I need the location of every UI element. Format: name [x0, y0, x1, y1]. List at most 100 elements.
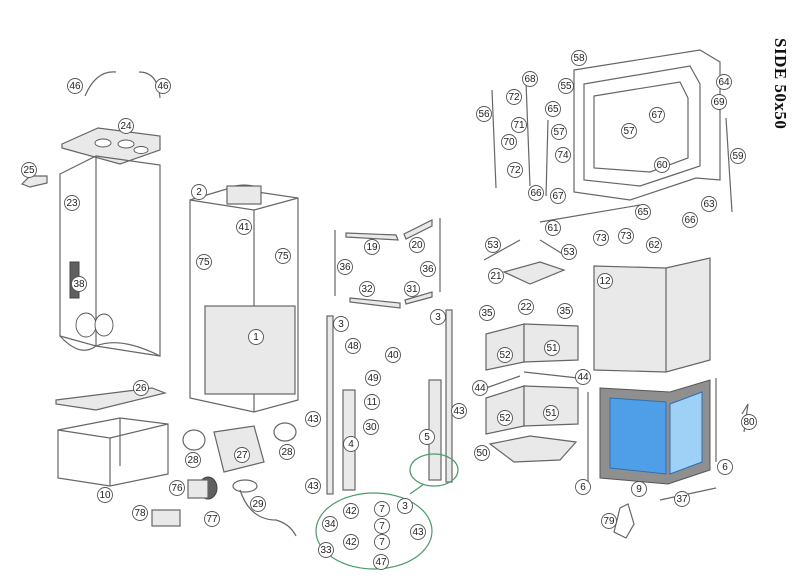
callout-7: 7 [374, 518, 390, 534]
callout-label: 76 [171, 483, 183, 494]
callout-23: 23 [64, 195, 80, 211]
callout-circle [374, 518, 390, 534]
callout-75: 75 [196, 254, 212, 270]
callout-1: 1 [248, 329, 264, 345]
callout-circle [275, 248, 291, 264]
callout-circle [476, 106, 492, 122]
callout-12: 12 [597, 273, 613, 289]
callout-25: 25 [21, 162, 37, 178]
callout-59: 59 [730, 148, 746, 164]
callout-label: 48 [347, 341, 359, 352]
callout-43: 43 [410, 524, 426, 540]
callout-label: 4 [348, 439, 354, 450]
callout-label: 71 [513, 120, 525, 131]
callout-circle [501, 134, 517, 150]
callout-circle [716, 74, 732, 90]
callout-circle [635, 204, 651, 220]
callout-58: 58 [571, 50, 587, 66]
page-title: SIDE 50x50 [771, 38, 790, 130]
callout-circle [236, 219, 252, 235]
callout-74: 74 [555, 147, 571, 163]
callout-circle [730, 148, 746, 164]
callout-circle [561, 244, 577, 260]
callout-circle [364, 394, 380, 410]
callout-circle [305, 411, 321, 427]
callout-26: 26 [133, 380, 149, 396]
callout-7: 7 [374, 534, 390, 550]
callout-label: 56 [478, 109, 490, 120]
callout-circle [397, 498, 413, 514]
callout-7: 7 [374, 501, 390, 517]
callout-38: 38 [71, 276, 87, 292]
callout-circle [155, 78, 171, 94]
callout-label: 40 [387, 350, 399, 361]
callout-41: 41 [236, 219, 252, 235]
callout-circle [511, 117, 527, 133]
callout-circle [374, 501, 390, 517]
callout-label: 29 [252, 499, 264, 510]
callout-circle [191, 184, 207, 200]
callout-71: 71 [511, 117, 527, 133]
callout-circle [601, 513, 617, 529]
callout-label: 7 [379, 537, 385, 548]
callout-label: 47 [375, 557, 387, 568]
callout-10: 10 [97, 487, 113, 503]
callout-label: 33 [320, 545, 332, 556]
callout-35: 35 [479, 305, 495, 321]
callout-circle [364, 239, 380, 255]
callout-circle [343, 503, 359, 519]
callout-circle [518, 299, 534, 315]
callout-42: 42 [343, 503, 359, 519]
callout-circle [701, 196, 717, 212]
callout-label: 55 [560, 81, 572, 92]
callout-53: 53 [485, 237, 501, 253]
callout-circle [479, 305, 495, 321]
callout-label: 52 [499, 350, 511, 361]
callout-circle [621, 123, 637, 139]
callout-label: 2 [196, 187, 202, 198]
callout-label: 63 [703, 199, 715, 210]
callout-36: 36 [420, 261, 436, 277]
callout-label: 49 [367, 373, 379, 384]
callout-circle [345, 338, 361, 354]
callout-label: 30 [365, 422, 377, 433]
callout-circle [419, 429, 435, 445]
callout-label: 10 [99, 490, 111, 501]
callout-label: 72 [508, 92, 520, 103]
callout-label: 58 [573, 53, 585, 64]
callout-label: 20 [411, 240, 423, 251]
callout-circle [133, 380, 149, 396]
callout-72: 72 [507, 162, 523, 178]
callout-80: 80 [741, 414, 757, 430]
callout-circle [420, 261, 436, 277]
callout-51: 51 [544, 340, 560, 356]
callout-circle [654, 157, 670, 173]
callout-43: 43 [305, 478, 321, 494]
callout-label: 34 [324, 519, 336, 530]
callout-79: 79 [601, 513, 617, 529]
callout-label: 74 [557, 150, 569, 161]
callout-label: 35 [559, 306, 571, 317]
callout-label: 36 [422, 264, 434, 275]
callout-label: 31 [406, 284, 418, 295]
callout-67: 67 [649, 107, 665, 123]
callout-52: 52 [497, 410, 513, 426]
callout-circle [385, 347, 401, 363]
callout-78: 78 [132, 505, 148, 521]
callout-circle [557, 303, 573, 319]
callout-43: 43 [451, 403, 467, 419]
callout-label: 80 [743, 417, 755, 428]
callout-circle [337, 259, 353, 275]
callout-32: 32 [359, 281, 375, 297]
callout-24: 24 [118, 118, 134, 134]
callout-label: 43 [307, 414, 319, 425]
callout-3: 3 [430, 309, 446, 325]
callout-circle [506, 89, 522, 105]
callout-label: 23 [66, 198, 78, 209]
callout-circle [555, 147, 571, 163]
callout-label: 75 [277, 251, 289, 262]
callout-circle [430, 309, 446, 325]
callout-label: 57 [623, 126, 635, 137]
callout-label: 46 [157, 81, 169, 92]
callout-circle [593, 230, 609, 246]
